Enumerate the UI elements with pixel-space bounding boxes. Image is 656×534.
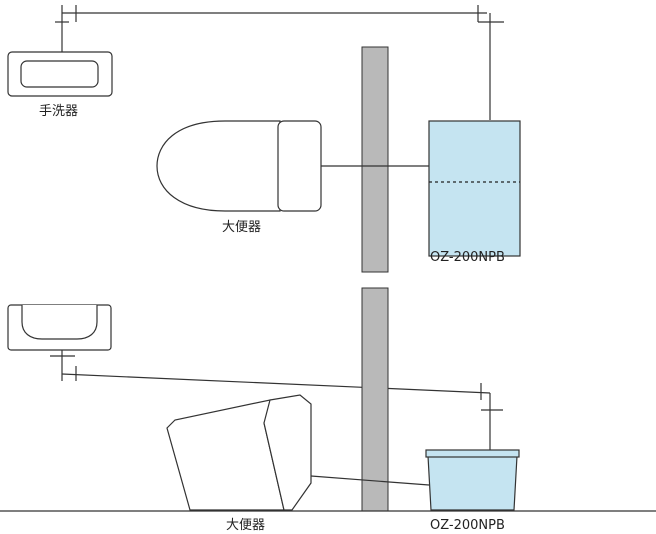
lower-handwash-basin (7, 304, 112, 351)
lower-wall (361, 287, 389, 512)
upper-handwash-label: 手洗器 (39, 104, 79, 119)
upper-wall (361, 46, 389, 273)
upper-handwash-basin (7, 51, 113, 97)
upper-supply-pipe (55, 5, 504, 120)
upper-toilet (156, 120, 322, 212)
upper-tank (428, 120, 521, 257)
lower-toilet-label: 大便器 (226, 518, 266, 533)
lower-supply-pipe (50, 350, 503, 450)
upper-tank-label: OZ-200NPB (430, 250, 505, 265)
lower-tank (425, 449, 520, 511)
lower-connection-pipe (310, 475, 430, 486)
lower-toilet (166, 394, 312, 511)
lower-tank-label: OZ-200NPB (430, 518, 505, 533)
upper-toilet-label: 大便器 (222, 220, 262, 235)
